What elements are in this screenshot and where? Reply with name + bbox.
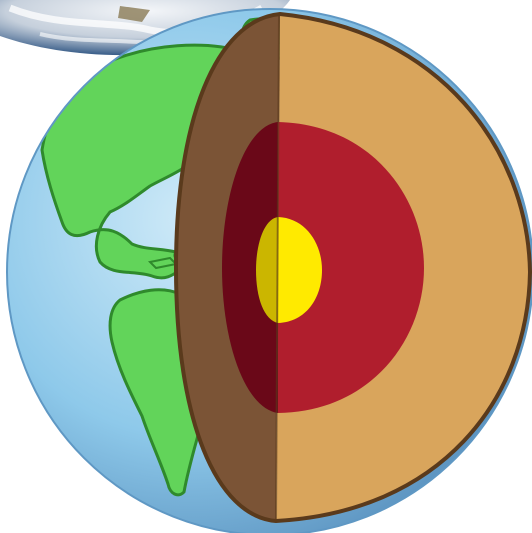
outer-core-shade [222, 122, 278, 413]
inner-core [278, 217, 322, 323]
satellite-land-patch [118, 6, 150, 22]
outer-core [278, 122, 424, 413]
cutaway-outline [173, 11, 532, 524]
inner-core-shade [256, 217, 278, 323]
globe-outline [6, 8, 532, 533]
cut-plane-divider [275, 15, 280, 520]
